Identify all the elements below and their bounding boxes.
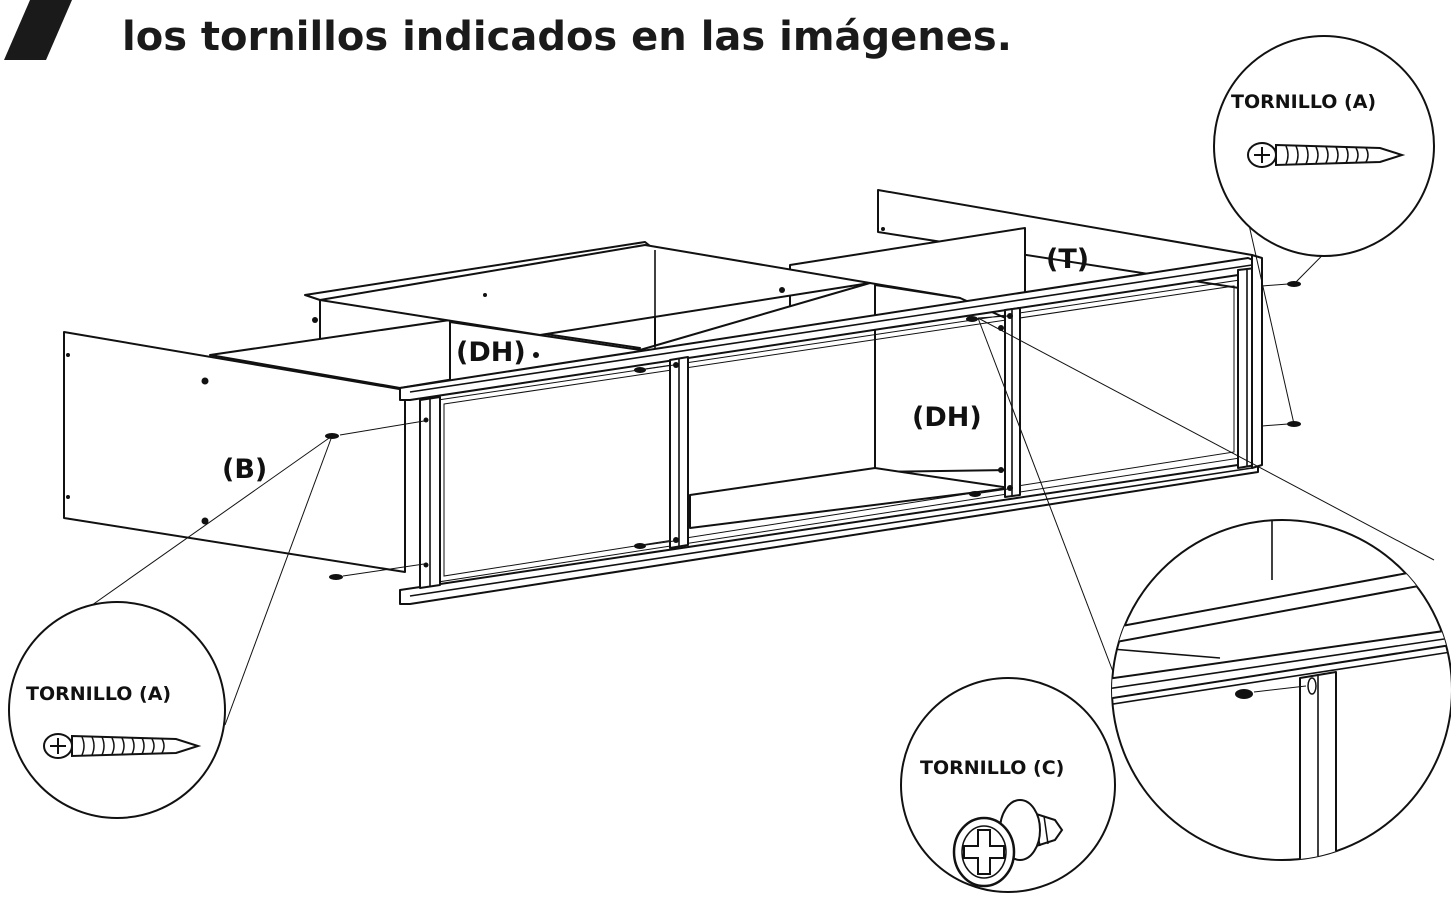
callout-screw-a-left: TORNILLO (A) — [8, 601, 226, 819]
label-base-panel: (B) — [222, 454, 267, 485]
callout-label-screw-c: TORNILLO (C) — [920, 757, 1064, 779]
heading-accent-bar — [4, 0, 72, 60]
screw-a-icon — [43, 733, 202, 759]
side-panel-left — [63, 331, 406, 573]
instruction-heading: los tornillos indicados en las imágenes. — [122, 14, 1012, 60]
front-frame-inner-2 — [443, 285, 1235, 577]
screw-guide-lines — [339, 283, 1289, 577]
label-top-panel: (T) — [1046, 244, 1089, 275]
callout-screw-a-top: TORNILLO (A) — [1213, 35, 1435, 257]
detail-magnifier — [1111, 519, 1451, 861]
screw-a-icon — [1247, 142, 1406, 168]
callout-screw-c: TORNILLO (C) — [900, 677, 1116, 893]
label-divider-right: (DH) — [912, 402, 982, 433]
screw-c-icon — [952, 799, 1064, 888]
label-divider-left: (DH) — [456, 337, 526, 368]
cabinet-drawing — [63, 189, 1301, 605]
top-panel-end — [1251, 254, 1263, 469]
callout-label-screw-a-left: TORNILLO (A) — [26, 683, 171, 705]
callout-label-screw-a-top: TORNILLO (A) — [1231, 91, 1376, 113]
